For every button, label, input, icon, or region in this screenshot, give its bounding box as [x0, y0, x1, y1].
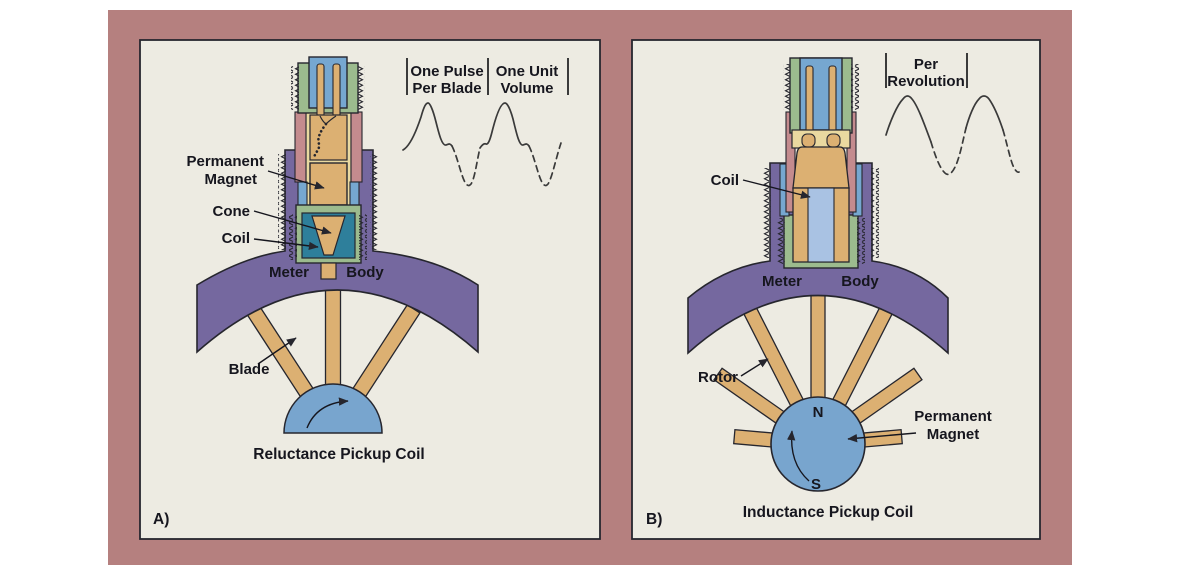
leader-cone [253, 210, 332, 235]
label-permanent-magnet-line2: Magnet [205, 171, 258, 188]
leader-rotor [740, 358, 769, 377]
label-rotor: Rotor [698, 369, 738, 386]
sensor-b-cap-threads-left [783, 64, 791, 110]
meter-body-a-threads-left [278, 154, 286, 250]
sensor-a-wire-coil-chain [312, 122, 328, 160]
permanent-magnet-a [309, 162, 348, 206]
panel-a-labels: Permanent Magnet Cone Coil Meter Body Bl… [153, 153, 425, 528]
waveform-b-cycle2-dashed [1002, 129, 1020, 173]
waveform-b-label-line2: Revolution [887, 73, 965, 90]
panel-b-labels: Coil Meter Body Rotor Permanent Magnet I… [646, 172, 992, 528]
waveform-a-pulse2-solid [479, 102, 530, 149]
leader-permanent-magnet-b [847, 432, 917, 443]
rotor-magnet-hub-b [770, 396, 866, 492]
sensor-assembly-b [777, 57, 865, 269]
waveform-a-label-pulse-line1: One Pulse [410, 63, 483, 80]
waveform-a-label-volume-line1: One Unit [496, 63, 559, 80]
label-body-b: Body [841, 273, 879, 290]
waveform-a-pulse2-dashed [528, 142, 562, 187]
label-permanent-magnet-line1: Permanent [186, 153, 264, 170]
leader-blade [257, 337, 297, 365]
pickup-coil-core-b [807, 187, 835, 263]
waveform-b-cycle2-solid [965, 95, 1004, 131]
panel-b-caption: Inductance Pickup Coil [743, 504, 914, 521]
sensor-b-pin-foot [826, 133, 841, 148]
sensor-b-terminal-pin [828, 65, 837, 141]
sensor-a-collar-threads-right [359, 214, 367, 260]
waveform-a: One Pulse Per Blade One Unit Volume [402, 58, 569, 187]
sensor-b-collar-threads-left [777, 218, 785, 264]
leader-coil-b [742, 179, 811, 199]
sensor-b-terminal-pin [805, 65, 814, 141]
label-meter-a: Meter [269, 264, 309, 281]
waveform-a-pulse1-dashed [451, 145, 481, 187]
rotation-arrow-a [306, 397, 349, 429]
sensor-a-tip [320, 262, 337, 280]
sensor-b-collar-threads-right [857, 218, 865, 264]
waveform-a-label-pulse-line2: Per Blade [412, 80, 481, 97]
sensor-b-bell-housing [792, 146, 850, 189]
panel-a: One Pulse Per Blade One Unit Volume [139, 39, 601, 540]
waveform-a-pulse1-solid [402, 102, 453, 151]
pickup-hub-a [283, 383, 383, 434]
waveform-a-label-volume-line2: Volume [500, 80, 553, 97]
label-coil-b: Coil [711, 172, 739, 189]
panel-b: Per Revolution N S [631, 39, 1041, 540]
sensor-assembly-a [289, 56, 367, 280]
leader-permanent-magnet-a [267, 170, 325, 190]
sensor-b-base-plate [791, 129, 851, 149]
sensor-a-connector-housing [308, 56, 348, 109]
label-cone: Cone [213, 203, 251, 220]
label-blade: Blade [229, 361, 270, 378]
meter-body-b-threads-right [871, 168, 879, 258]
sensor-a-seal-right [350, 111, 363, 183]
label-body-a: Body [346, 264, 384, 281]
sensor-b-cap-threads-right [851, 64, 859, 110]
waveform-b-label-line1: Per [914, 56, 938, 73]
sensor-a-seal-left [294, 111, 307, 183]
label-coil-a: Coil [222, 230, 250, 247]
sensor-b-pin-foot [801, 133, 816, 148]
cone-a [311, 215, 346, 256]
label-meter-b: Meter [762, 273, 802, 290]
waveform-b-cycle1-dashed [930, 127, 967, 176]
sensor-a-collar-threads-left [289, 214, 297, 260]
label-permanent-magnet-b-line2: Magnet [927, 426, 980, 443]
waveform-b-cycle1-solid [885, 95, 932, 143]
panel-b-letter: B) [646, 511, 662, 528]
waveform-b: Per Revolution [885, 53, 1020, 176]
meter-body-b-threads-left [763, 168, 771, 258]
rotation-arrow-b [786, 430, 810, 482]
leader-coil-a [253, 238, 319, 251]
sensor-a-cap-threads-right [357, 66, 365, 110]
rotor-north-pole-label: N [813, 404, 824, 421]
panel-a-letter: A) [153, 511, 169, 528]
sensor-a-cap-threads-left [291, 66, 299, 110]
meter-body-a-threads-right [370, 154, 378, 250]
label-permanent-magnet-b-line1: Permanent [914, 408, 992, 425]
rotor-south-pole-label: S [811, 476, 821, 493]
panel-a-caption: Reluctance Pickup Coil [253, 446, 424, 463]
